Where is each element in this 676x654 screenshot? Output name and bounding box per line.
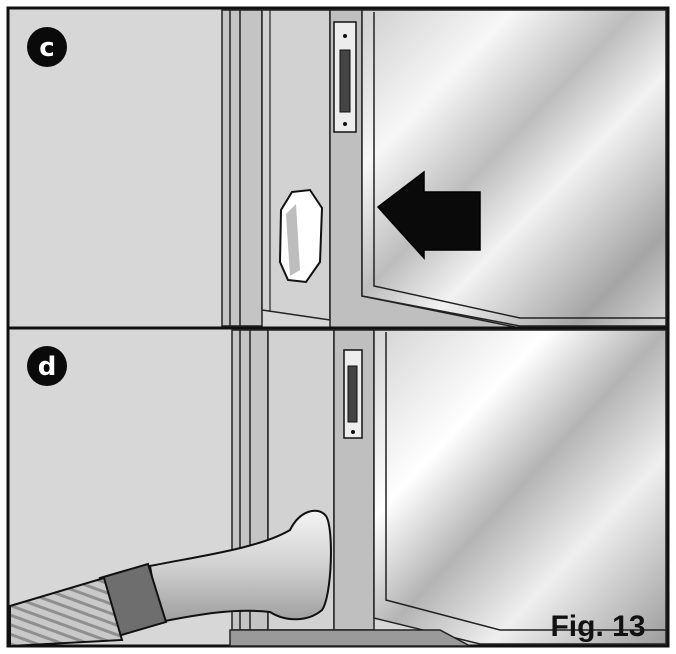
panel-c-label: c	[39, 33, 54, 63]
window-glass-d	[373, 329, 667, 645]
panel-c: c	[6, 6, 670, 330]
window-sill	[229, 629, 471, 647]
panel-d-label: d	[38, 352, 57, 382]
window-glass	[361, 9, 667, 327]
hose-opening	[278, 188, 324, 284]
window-frame-post	[221, 9, 263, 327]
flexible-hose	[9, 576, 124, 648]
figure-caption: Fig. 13	[550, 610, 645, 643]
panel-d: d Fig. 13	[6, 326, 670, 648]
panel-d-badge: d	[27, 346, 67, 386]
hose-nozzle	[148, 509, 332, 624]
arrow-left-icon	[376, 170, 481, 260]
panel-c-badge: c	[27, 27, 67, 67]
